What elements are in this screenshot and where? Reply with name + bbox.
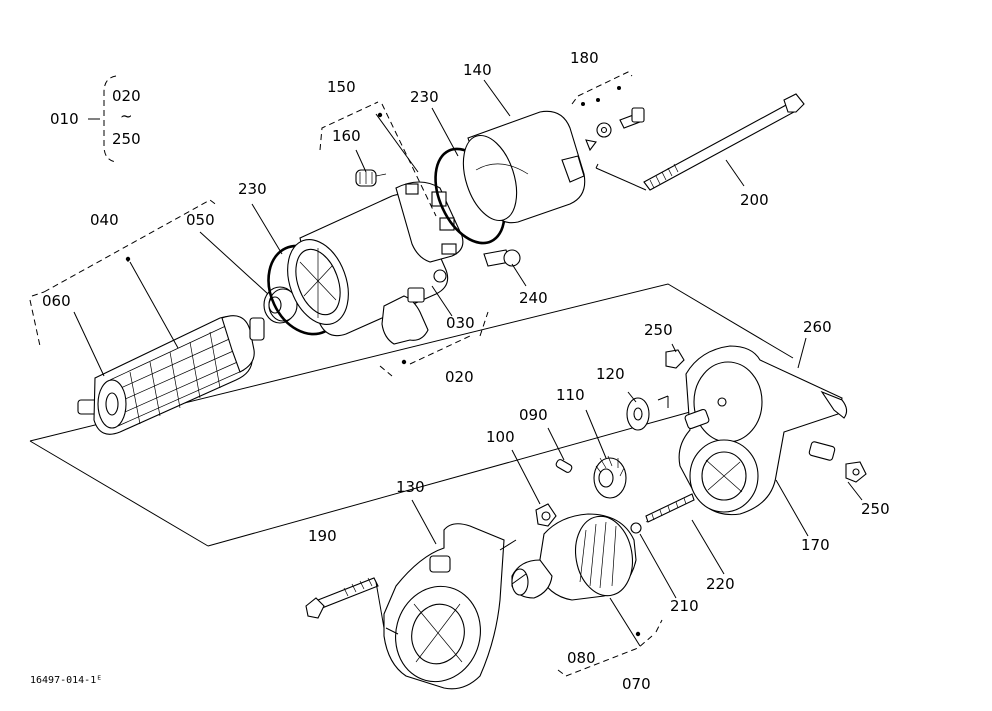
label-part-250-right: 250 xyxy=(861,500,890,518)
label-part-140: 140 xyxy=(463,61,492,79)
label-part-090: 090 xyxy=(519,406,548,424)
label-part-110: 110 xyxy=(556,386,585,404)
label-part-150: 150 xyxy=(327,78,356,96)
label-part-130: 130 xyxy=(396,478,425,496)
label-part-020: 020 xyxy=(445,368,474,386)
label-part-240: 240 xyxy=(519,289,548,307)
gear-110 xyxy=(593,455,627,499)
through-bolt-200 xyxy=(595,93,805,191)
bracket-070 xyxy=(557,619,663,677)
leader-lines xyxy=(73,79,863,647)
label-range-end: 250 xyxy=(112,130,141,148)
label-part-030: 030 xyxy=(446,314,475,332)
label-part-230-left: 230 xyxy=(238,180,267,198)
label-part-170: 170 xyxy=(801,536,830,554)
bolt-190 xyxy=(305,577,385,629)
label-part-080: 080 xyxy=(567,649,596,667)
group-bracket-010 xyxy=(88,75,117,163)
label-part-060: 060 xyxy=(42,292,71,310)
ball-210 xyxy=(630,522,642,534)
clutch-080 xyxy=(511,513,637,601)
label-part-100: 100 xyxy=(486,428,515,446)
label-part-050: 050 xyxy=(186,211,215,229)
nut-250-top xyxy=(665,349,685,369)
pin-090 xyxy=(555,459,573,473)
label-part-200: 200 xyxy=(740,191,769,209)
bracket-dots xyxy=(125,112,641,637)
label-part-120: 120 xyxy=(596,365,625,383)
spring-220 xyxy=(645,493,695,523)
gear-housing-260 xyxy=(678,345,848,516)
label-part-040: 040 xyxy=(90,211,119,229)
label-part-260: 260 xyxy=(803,318,832,336)
label-group-010: 010 xyxy=(50,110,79,128)
label-part-220: 220 xyxy=(706,575,735,593)
label-part-190: 190 xyxy=(308,527,337,545)
bearing-050 xyxy=(263,286,298,324)
label-part-070: 070 xyxy=(622,675,651,693)
retainer-100 xyxy=(535,503,557,527)
footer-code: 16497-014-1ᴱ xyxy=(30,675,103,686)
brush-160 xyxy=(355,169,387,187)
label-range-tilde: ~ xyxy=(120,107,133,125)
yoke-020 xyxy=(287,181,464,345)
bolt-240 xyxy=(483,249,521,267)
bracket-020 xyxy=(379,311,489,377)
gear-120 xyxy=(626,395,669,431)
rear-housing-140 xyxy=(462,110,586,224)
bracket-180 xyxy=(571,71,633,105)
assembly-outline xyxy=(29,283,794,547)
label-part-180: 180 xyxy=(570,49,599,67)
screws-180 xyxy=(581,86,645,152)
label-part-230-right: 230 xyxy=(410,88,439,106)
label-part-160: 160 xyxy=(332,127,361,145)
armature-060 xyxy=(77,315,265,435)
label-part-210: 210 xyxy=(670,597,699,615)
drive-housing-130 xyxy=(383,523,527,690)
label-part-250-top: 250 xyxy=(644,321,673,339)
bracket-040 xyxy=(29,199,219,347)
stud-250-right xyxy=(808,441,867,483)
label-range-start: 020 xyxy=(112,87,141,105)
